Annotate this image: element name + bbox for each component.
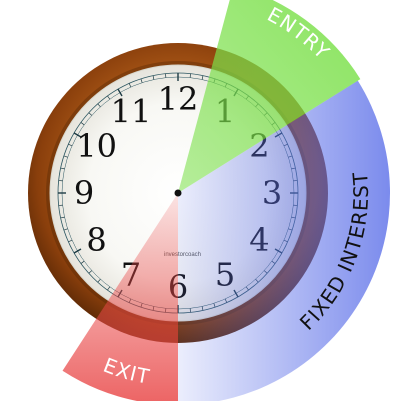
clock-numeral-10: 10: [76, 127, 117, 165]
clock-numeral-8: 8: [86, 221, 106, 259]
clock-numeral-11: 11: [111, 93, 152, 131]
clock-numeral-12: 12: [158, 80, 199, 118]
clock-center-pivot: [175, 190, 182, 197]
clock-numeral-9: 9: [74, 174, 94, 212]
